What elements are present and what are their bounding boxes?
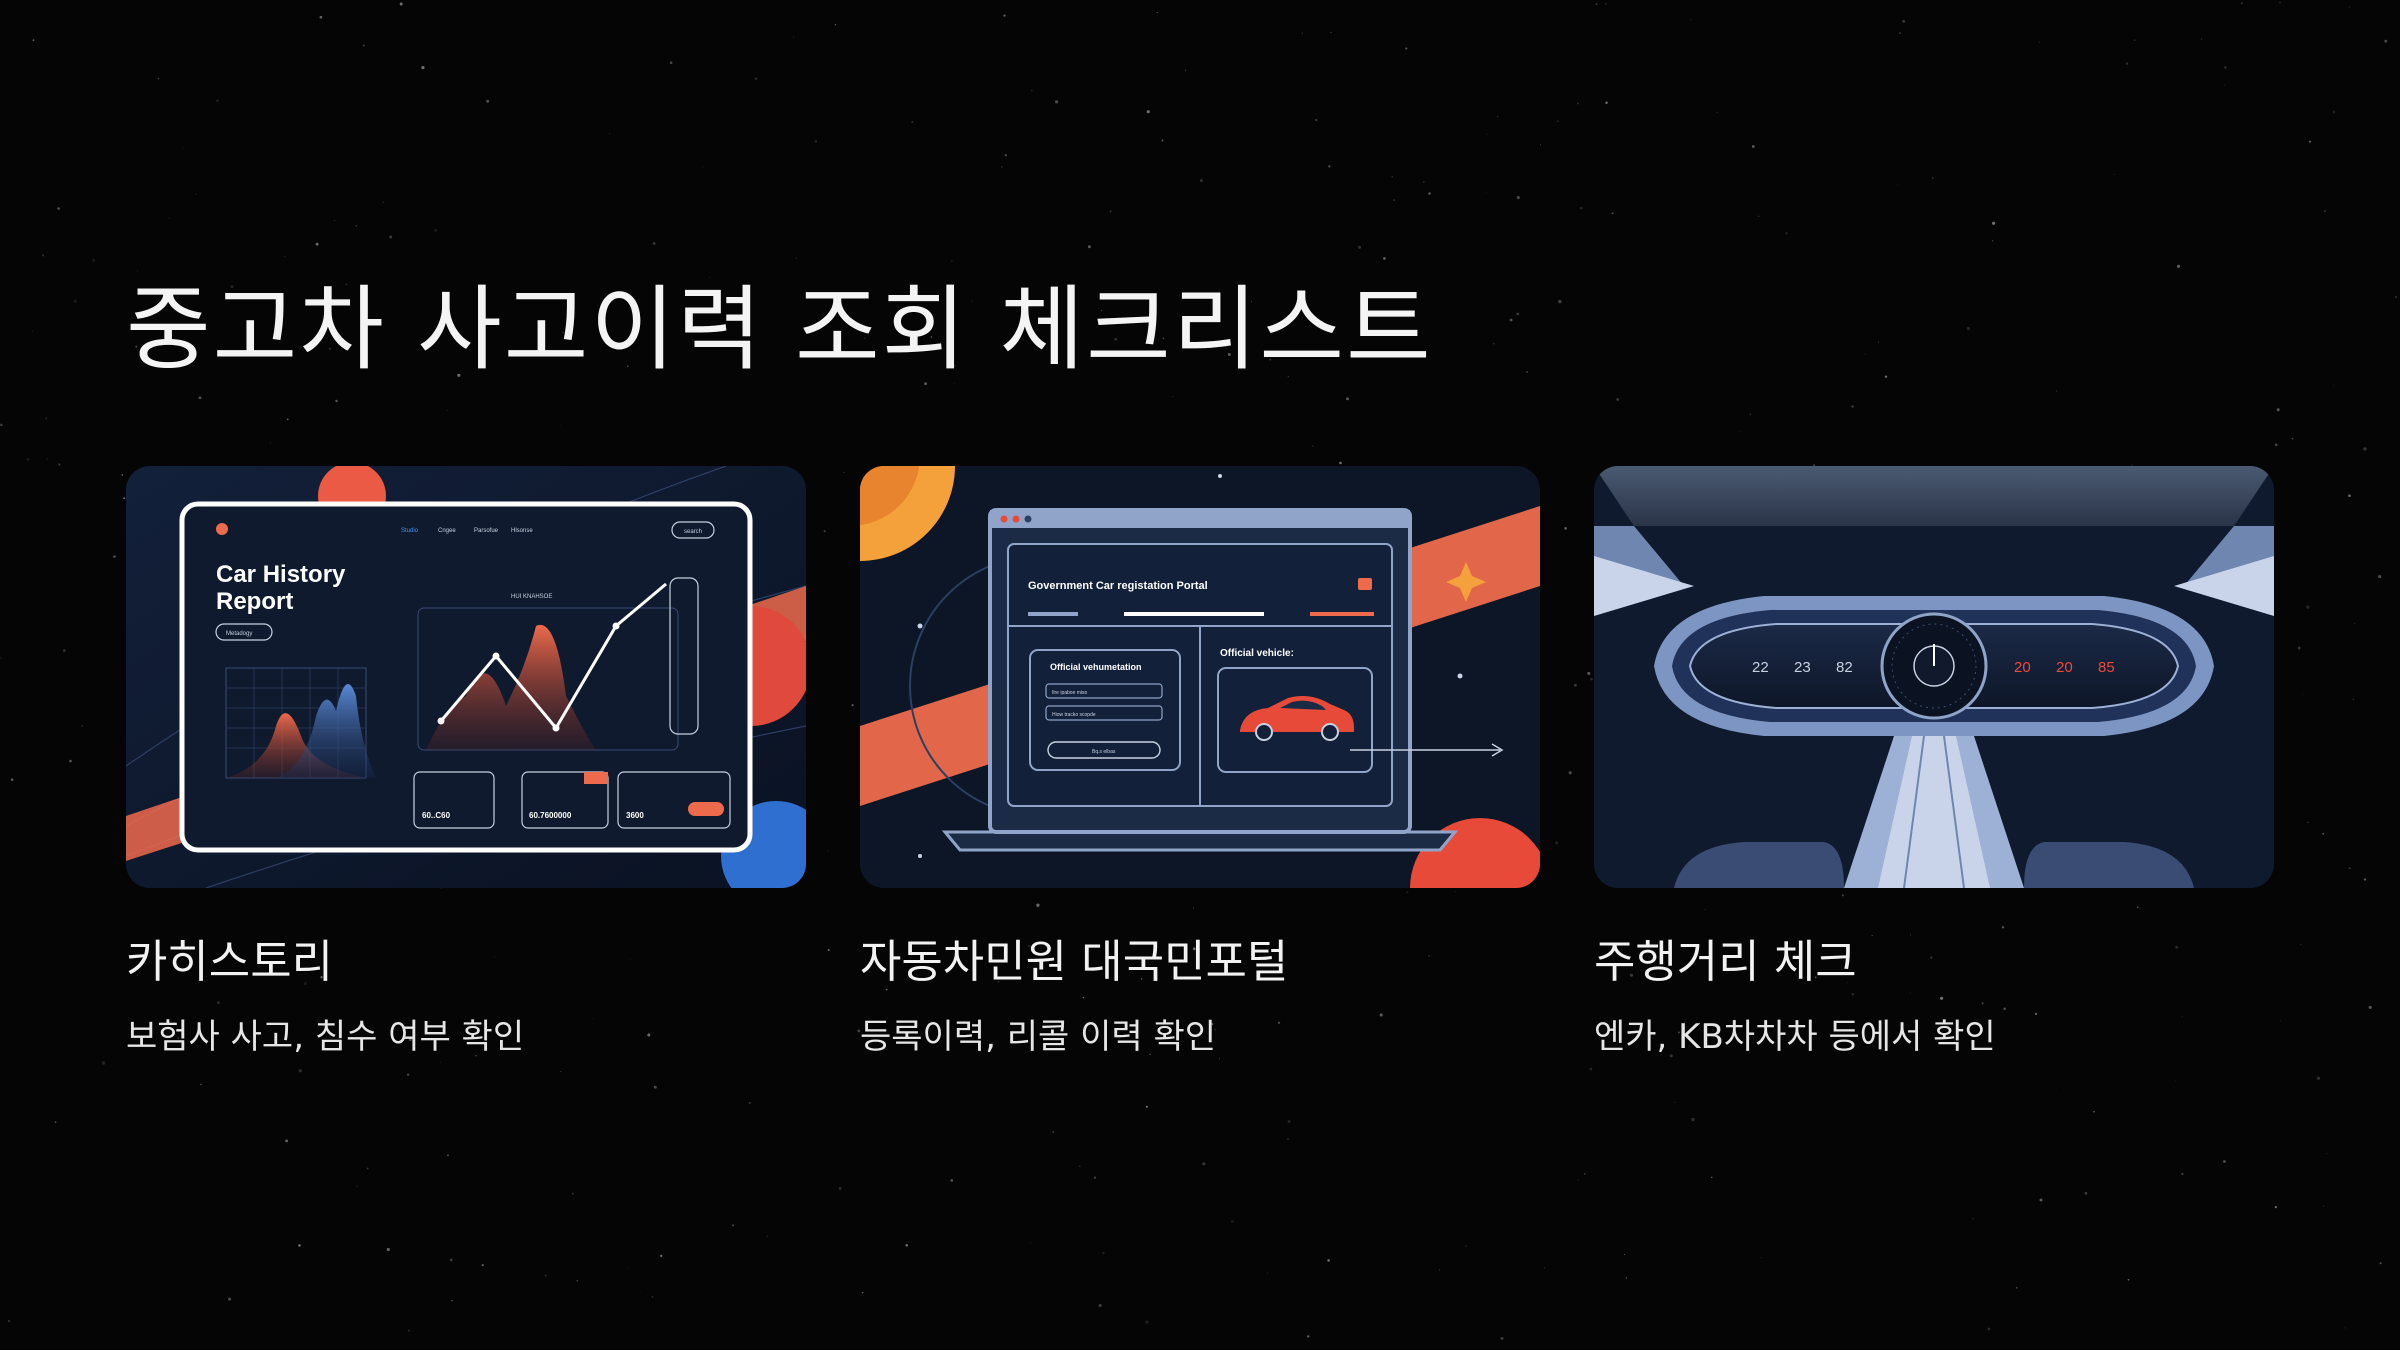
svg-text:Bq.s elbas: Bq.s elbas [1092,749,1116,755]
page-title: 중고차 사고이력 조회 체크리스트 [126,276,1433,383]
svg-text:22: 22 [1752,659,1769,676]
svg-text:20: 20 [2056,659,2073,676]
card-car-history: Studio Cngee Parsofue Hlsonse search Car… [126,466,806,1060]
svg-text:search: search [684,529,702,535]
card-description-government-portal: 등록이력, 리콜 이력 확인 [860,1017,1217,1057]
svg-text:Cngee: Cngee [438,528,456,534]
red-car-icon [1240,696,1354,741]
card-government-portal: Government Car registation Portal Offici… [860,466,1540,1060]
svg-text:82: 82 [1836,659,1853,676]
car-dashboard-illustration: 22 23 82 20 20 85 [1594,466,2274,888]
car-history-report-illustration: Studio Cngee Parsofue Hlsonse search Car… [126,466,806,888]
svg-text:85: 85 [2098,659,2115,676]
svg-text:HUI KNAHSOE: HUI KNAHSOE [511,594,552,600]
svg-text:23: 23 [1794,659,1811,676]
svg-text:Studio: Studio [401,528,419,534]
svg-text:Report: Report [216,588,293,615]
card-mileage-check: 22 23 82 20 20 85 주행거리 체크 엔카, KB차차차 등에서 … [1594,466,2274,1060]
svg-text:Parsofue: Parsofue [474,528,499,534]
svg-text:Car History: Car History [216,561,346,588]
card-title-government-portal: 자동차민원 대국민포털 [860,935,1289,988]
svg-text:Metadogy: Metadogy [226,631,252,637]
svg-text:Official vehumetation: Official vehumetation [1050,662,1142,672]
government-portal-illustration: Government Car registation Portal Offici… [860,466,1540,888]
svg-text:Ilre ipaboe miso: Ilre ipaboe miso [1052,690,1088,696]
government-portal-image: Government Car registation Portal Offici… [860,466,1540,888]
svg-text:60.7600000: 60.7600000 [529,811,572,820]
card-title-car-history: 카히스토리 [126,935,334,988]
svg-text:3600: 3600 [626,811,644,820]
svg-text:60..C60: 60..C60 [422,811,451,820]
card-description-mileage-check: 엔카, KB차차차 등에서 확인 [1594,1017,1996,1057]
svg-text:Hiow tracko scopde: Hiow tracko scopde [1052,712,1096,718]
car-history-report-image: Studio Cngee Parsofue Hlsonse search Car… [126,466,806,888]
svg-text:Government Car registation Por: Government Car registation Portal [1028,580,1208,592]
card-title-mileage-check: 주행거리 체크 [1594,935,1857,988]
svg-text:20: 20 [2014,659,2031,676]
car-dashboard-image: 22 23 82 20 20 85 [1594,466,2274,888]
svg-text:Official vehicle:: Official vehicle: [1220,648,1294,659]
card-description-car-history: 보험사 사고, 침수 여부 확인 [126,1017,525,1057]
svg-text:Hlsonse: Hlsonse [511,528,533,534]
